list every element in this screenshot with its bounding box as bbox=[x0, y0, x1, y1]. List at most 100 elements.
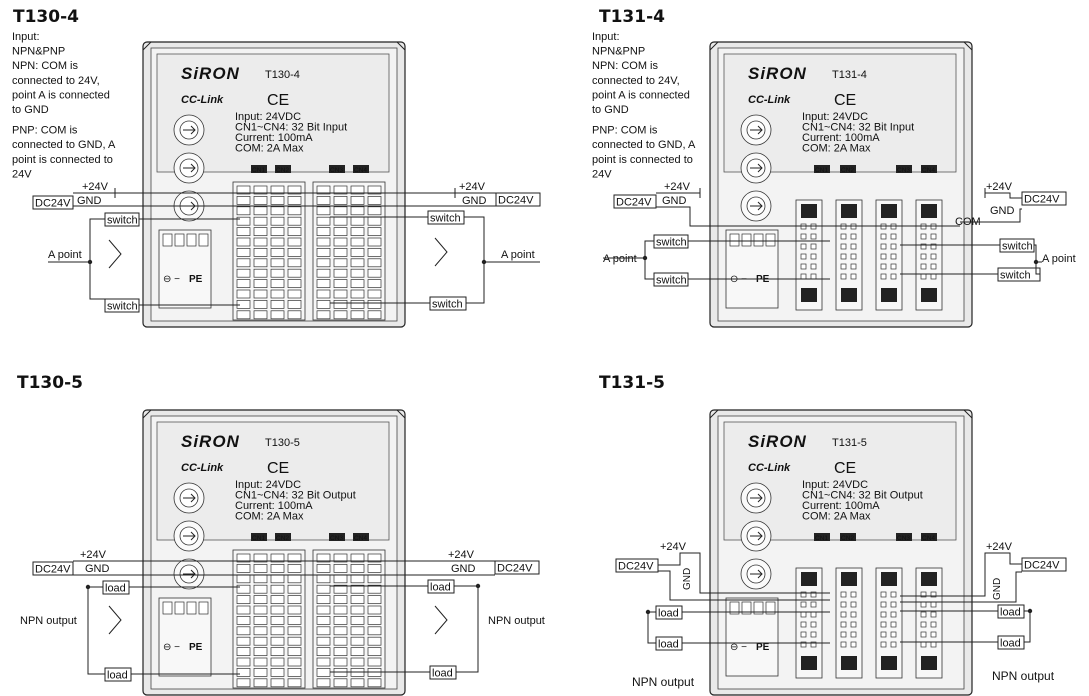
switch-right-top: switch bbox=[430, 213, 461, 225]
ce-mark: CE bbox=[267, 92, 289, 109]
cclink-logo: CC-Link bbox=[748, 94, 791, 106]
terminal-screw bbox=[253, 668, 268, 677]
power-pin bbox=[162, 233, 173, 247]
terminal-screw bbox=[350, 584, 365, 594]
port-label: CN4 bbox=[354, 535, 367, 542]
terminal-screw bbox=[316, 300, 331, 309]
pin bbox=[930, 631, 937, 638]
switch-left-bot: switch bbox=[107, 301, 138, 313]
terminal-screw bbox=[270, 185, 285, 195]
terminal-screw bbox=[236, 595, 251, 604]
label-plate bbox=[723, 53, 957, 173]
panel-heading: T130-5 bbox=[17, 373, 83, 393]
terminal-screw bbox=[270, 678, 285, 688]
terminal-screw bbox=[367, 248, 382, 257]
terminal-screw bbox=[316, 574, 331, 584]
port-label: CN3 bbox=[330, 535, 343, 542]
terminal-screw bbox=[316, 626, 331, 636]
terminal-screw bbox=[316, 605, 331, 615]
gnd-right: GND bbox=[462, 195, 487, 207]
dc24v-box-right: DC24V bbox=[1024, 194, 1060, 206]
terminal-screw bbox=[253, 626, 268, 636]
model-label: T131-4 bbox=[832, 69, 867, 81]
gnd-right-vertical: GND bbox=[992, 578, 1003, 600]
spec-line: Input: 24VDC bbox=[802, 479, 868, 491]
pin bbox=[850, 631, 857, 638]
terminal-screw bbox=[367, 237, 382, 247]
terminal-screw bbox=[287, 237, 302, 247]
terminal-screw bbox=[253, 647, 268, 656]
label-plate bbox=[156, 421, 390, 541]
arrow-icon bbox=[183, 125, 196, 135]
terminal-screw bbox=[350, 227, 365, 236]
terminal-screw bbox=[253, 310, 268, 320]
terminal-screw bbox=[236, 268, 251, 278]
power-pin bbox=[741, 601, 752, 615]
terminal-screw bbox=[316, 258, 331, 268]
note-line: point is connected to bbox=[592, 154, 693, 166]
terminal-screw bbox=[270, 616, 285, 625]
pin bbox=[800, 253, 807, 260]
terminal-screw bbox=[350, 289, 365, 299]
pin bbox=[800, 263, 807, 270]
pin bbox=[840, 233, 847, 240]
port-label: CN1 bbox=[815, 535, 828, 542]
terminal-screw bbox=[367, 595, 382, 604]
terminal-screw bbox=[316, 289, 331, 299]
terminal-screw bbox=[333, 227, 348, 236]
power-pin bbox=[174, 601, 185, 615]
arrow-icon bbox=[750, 125, 763, 135]
terminal-screw bbox=[253, 268, 268, 278]
terminal-screw bbox=[367, 574, 382, 584]
terminal-screw bbox=[236, 310, 251, 320]
terminal-screw bbox=[287, 564, 302, 573]
pin bbox=[810, 611, 817, 618]
note-line: to GND bbox=[12, 104, 49, 116]
plus24v-left: +24V bbox=[664, 181, 691, 193]
pin bbox=[840, 601, 847, 608]
pin bbox=[800, 591, 807, 598]
ce-mark: CE bbox=[834, 92, 856, 109]
pin bbox=[840, 253, 847, 260]
pin bbox=[920, 253, 927, 260]
terminal-screw bbox=[333, 616, 348, 625]
pin bbox=[810, 253, 817, 260]
terminal-screw bbox=[253, 300, 268, 309]
terminal-screw bbox=[270, 196, 285, 205]
terminal-screw bbox=[333, 248, 348, 257]
terminal-screw bbox=[316, 657, 331, 667]
model-label: T131-5 bbox=[832, 437, 867, 449]
load-left-top: load bbox=[658, 608, 679, 620]
brand-logo: SiRON bbox=[181, 64, 240, 83]
terminal-screw bbox=[287, 227, 302, 236]
pin bbox=[880, 611, 887, 618]
port-tag bbox=[251, 165, 267, 173]
ground-symbol: ⊖ − bbox=[163, 642, 180, 653]
terminal-screw bbox=[270, 626, 285, 636]
load-left-bot: load bbox=[107, 670, 128, 682]
spec-line: COM: 2A Max bbox=[235, 511, 304, 523]
panel-heading: T131-4 bbox=[599, 7, 665, 27]
terminal-screw bbox=[236, 668, 251, 677]
terminal-screw bbox=[333, 584, 348, 594]
power-pin bbox=[729, 601, 740, 615]
corner bbox=[709, 41, 719, 51]
terminal-screw bbox=[236, 647, 251, 656]
connector-latch bbox=[841, 204, 857, 218]
power-pin bbox=[198, 601, 209, 615]
a-point-right: A point bbox=[501, 249, 535, 261]
terminal-screw bbox=[287, 616, 302, 625]
port-tag bbox=[896, 533, 912, 541]
pin bbox=[840, 243, 847, 250]
dc24v-box-right: DC24V bbox=[497, 563, 533, 575]
terminal-screw bbox=[316, 237, 331, 247]
terminal-screw bbox=[287, 258, 302, 268]
terminal-screw bbox=[350, 279, 365, 288]
junction-dot bbox=[481, 259, 487, 265]
terminal-screw bbox=[253, 279, 268, 288]
switch-right-bot: switch bbox=[432, 299, 463, 311]
terminal-screw bbox=[333, 647, 348, 656]
